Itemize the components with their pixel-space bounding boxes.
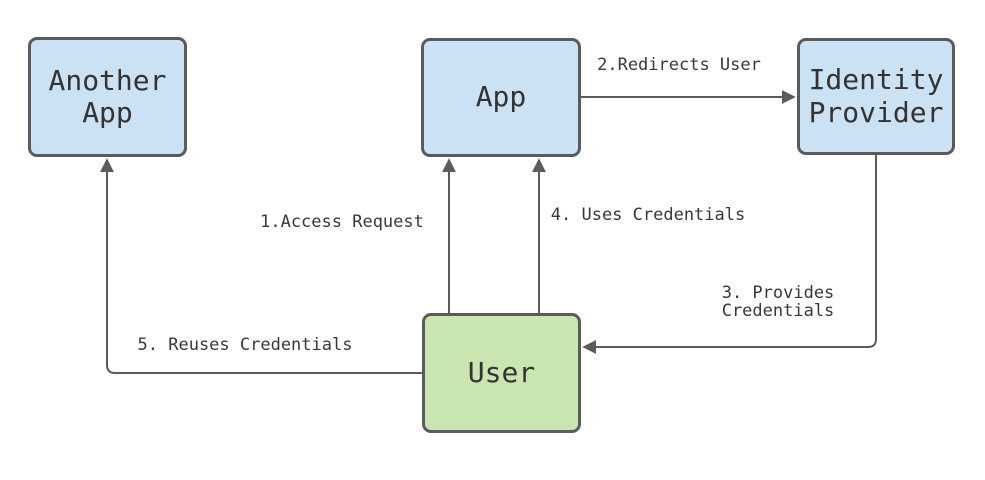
edge-label-access-request: 1.Access Request (260, 212, 424, 233)
node-another-app-label-line1: Another (48, 63, 167, 97)
node-user-label: User (467, 355, 536, 389)
edge-label-redirects-user: 2.Redirects User (597, 55, 761, 76)
edge-label-provides-credentials-line1: 3. Provides (721, 283, 835, 304)
edge-label-uses-credentials: 4. Uses Credentials (550, 205, 746, 226)
node-user: User (422, 313, 581, 433)
node-identity-provider-label-line2: Provider (808, 95, 944, 129)
edge-label-provides-credentials: 3. Provides Credentials (721, 283, 835, 321)
edge-label-reuses-credentials: 5. Reuses Credentials (137, 335, 353, 356)
node-another-app-label-line2: App (82, 96, 133, 129)
node-app: App (421, 38, 581, 157)
node-identity-provider-label-line1: Identity (808, 63, 944, 97)
node-identity-provider: Identity Provider (797, 38, 955, 155)
node-app-label: App (475, 80, 527, 114)
node-another-app: Another App (28, 37, 187, 157)
edge-label-provides-credentials-line2: Credentials (721, 301, 835, 321)
